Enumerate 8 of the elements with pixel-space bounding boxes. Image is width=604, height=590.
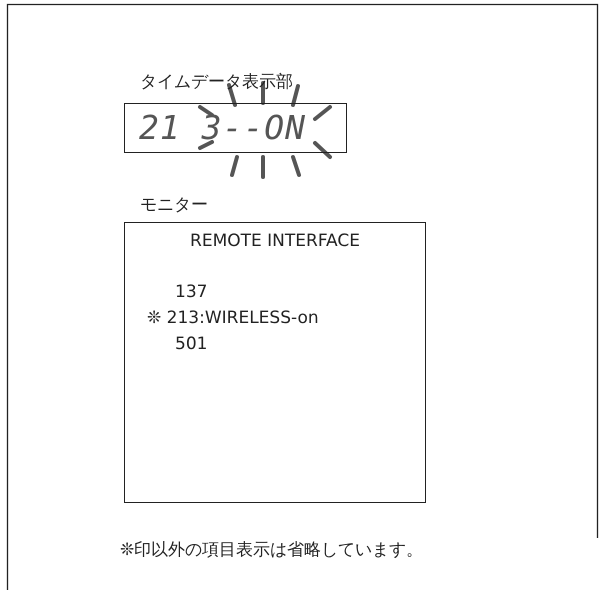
display-label: タイムデータ表示部 bbox=[140, 72, 293, 92]
menu-title: REMOTE INTERFACE bbox=[189, 231, 361, 252]
menu-item: 501 bbox=[175, 334, 208, 354]
monitor-label: モニター bbox=[140, 195, 208, 216]
footnote: ❊印以外の項目表示は省略しています。 bbox=[120, 540, 424, 560]
lcd-display: 21 3--ON bbox=[124, 103, 347, 153]
menu-item: ❊ 213:WIRELESS-on bbox=[147, 308, 319, 328]
menu-item: 137 bbox=[175, 282, 208, 302]
